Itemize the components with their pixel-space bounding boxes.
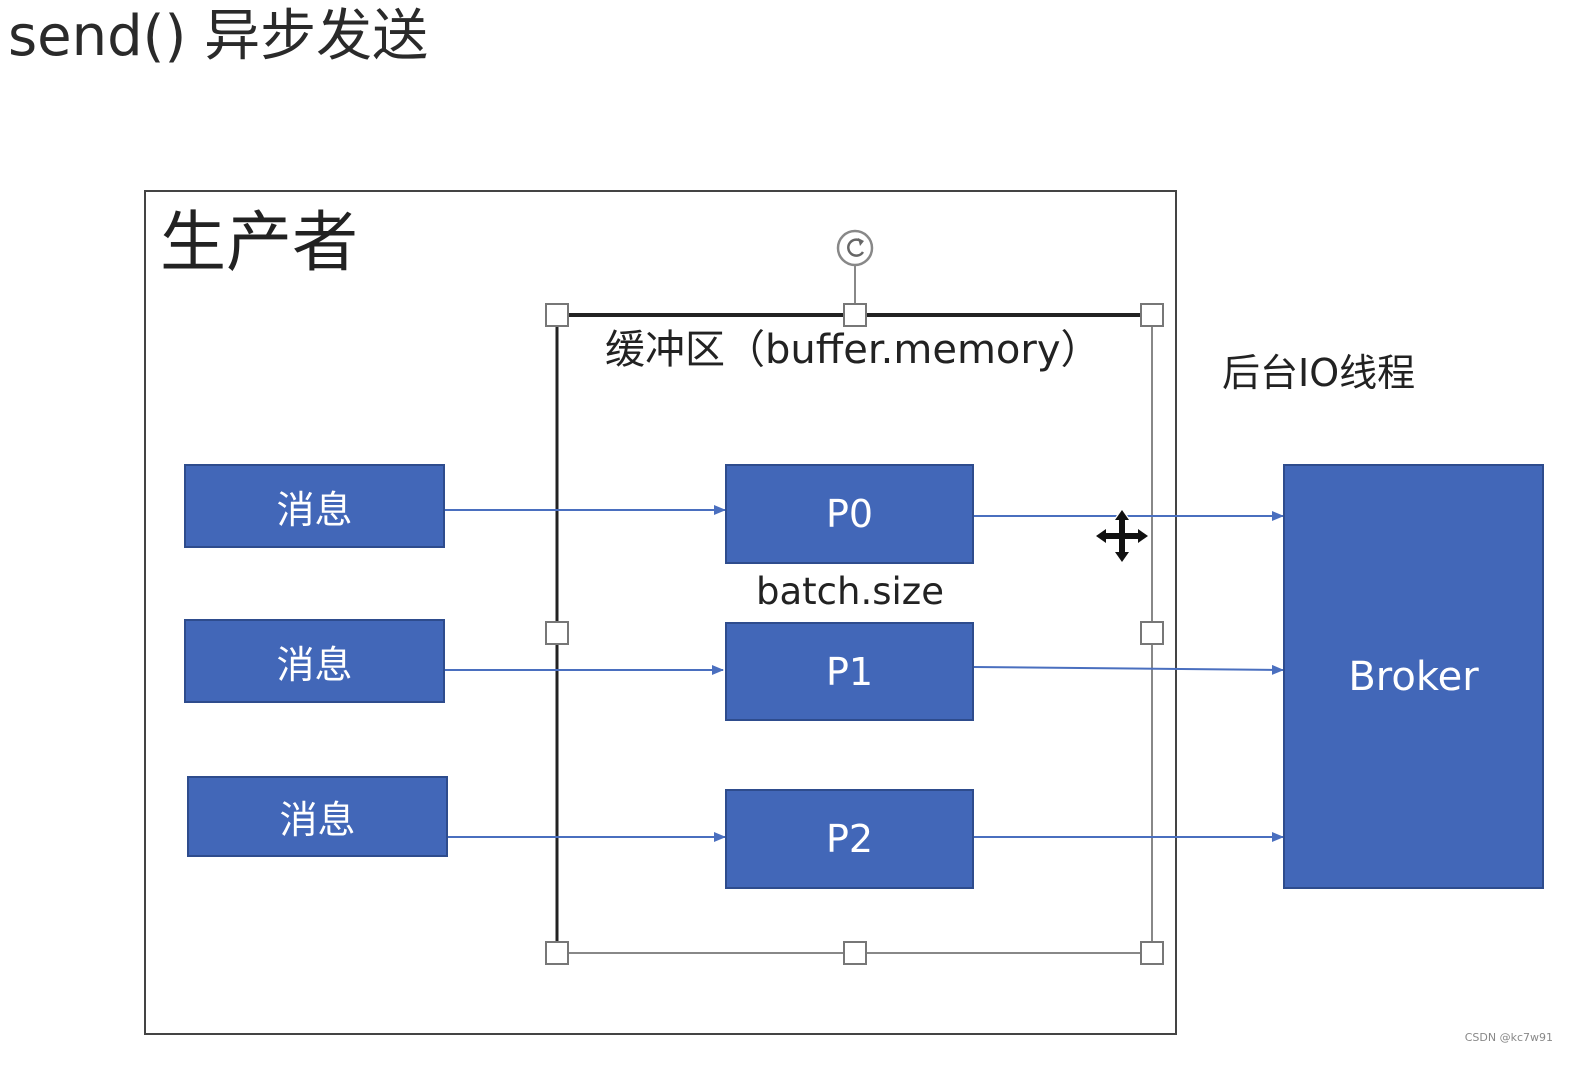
resize-handle-bottom-left[interactable] — [545, 941, 569, 965]
message-label: 消息 — [279, 798, 356, 842]
arrow-p1-to-broker — [972, 664, 1284, 675]
buffer-label: 缓冲区（buffer.memory） — [605, 327, 1101, 373]
batch-size-label: batch.size — [756, 570, 944, 613]
broker-label: Broker — [1348, 653, 1479, 700]
resize-handle-top[interactable] — [843, 303, 867, 327]
io-thread-label: 后台IO线程 — [1222, 351, 1416, 395]
message-box: 消息 — [184, 464, 445, 548]
message-label: 消息 — [276, 642, 353, 687]
move-cursor-icon — [1093, 507, 1151, 565]
resize-handle-bottom[interactable] — [843, 941, 867, 965]
message-box: 消息 — [184, 619, 445, 703]
resize-handle-top-right[interactable] — [1140, 303, 1164, 327]
partition-label: P0 — [825, 492, 874, 536]
partition-p0: P0 — [725, 464, 974, 564]
resize-handle-bottom-right[interactable] — [1140, 941, 1164, 965]
rotate-handle-icon[interactable] — [836, 229, 874, 267]
producer-frame — [144, 190, 1177, 1035]
partition-label: P2 — [825, 817, 874, 861]
partition-p2: P2 — [725, 789, 974, 889]
partition-label: P1 — [825, 649, 874, 694]
message-box: 消息 — [187, 776, 448, 857]
partition-p1: P1 — [725, 622, 974, 721]
resize-handle-left[interactable] — [545, 621, 569, 645]
page-title: send() 异步发送 — [8, 4, 429, 69]
broker-box: Broker — [1283, 464, 1544, 889]
message-label: 消息 — [276, 487, 353, 532]
resize-handle-right[interactable] — [1140, 621, 1164, 645]
resize-handle-top-left[interactable] — [545, 303, 569, 327]
producer-label: 生产者 — [160, 204, 358, 281]
watermark: CSDN @kc7w91 — [1464, 1031, 1553, 1044]
